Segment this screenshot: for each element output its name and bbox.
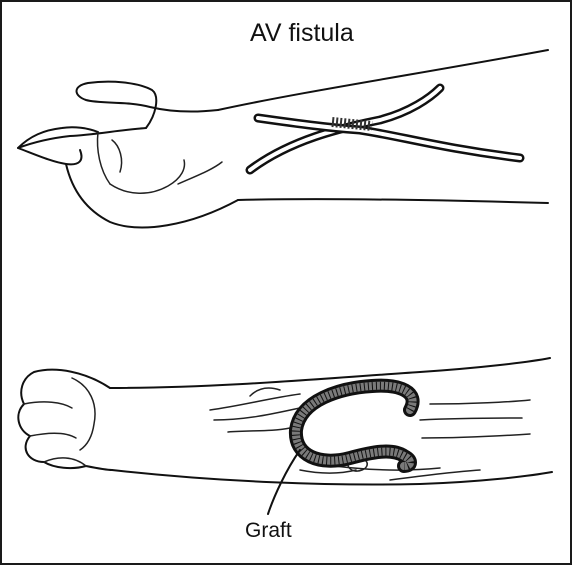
graft-label: Graft <box>245 519 292 543</box>
vein-line-2 <box>214 408 300 420</box>
upper-hand-fingertips <box>18 127 146 148</box>
upper-hand-finger-fold-2 <box>112 140 122 172</box>
lower-arm <box>18 358 552 514</box>
lower-forearm-top-edge <box>110 358 550 388</box>
upper-hand-palm <box>66 164 238 227</box>
vein-line-1 <box>210 394 300 410</box>
lower-forearm-bottom-edge <box>112 470 552 484</box>
upper-arm <box>18 50 548 227</box>
lower-fist-thumb <box>72 378 95 450</box>
upper-forearm-top-edge <box>218 50 548 110</box>
upper-hand-thumb <box>77 82 219 128</box>
vein-line-4 <box>250 388 280 396</box>
vein-line-7 <box>422 434 530 438</box>
graft-loop <box>296 386 413 466</box>
lower-fist-outline <box>18 370 112 470</box>
lower-fist-finger-2 <box>30 433 76 438</box>
vein-line-10 <box>300 470 356 473</box>
vein-line-6 <box>420 418 522 420</box>
upper-hand-finger-fold-1 <box>98 132 111 184</box>
upper-forearm-bottom-edge <box>238 199 548 203</box>
lower-fist-finger-1 <box>24 402 72 408</box>
upper-hand-finger-curl <box>18 148 81 164</box>
vein-line-5 <box>430 400 530 404</box>
vein-line-3 <box>228 428 290 432</box>
diagram-title: AV fistula <box>250 19 354 48</box>
fistula-vessels <box>250 88 520 170</box>
